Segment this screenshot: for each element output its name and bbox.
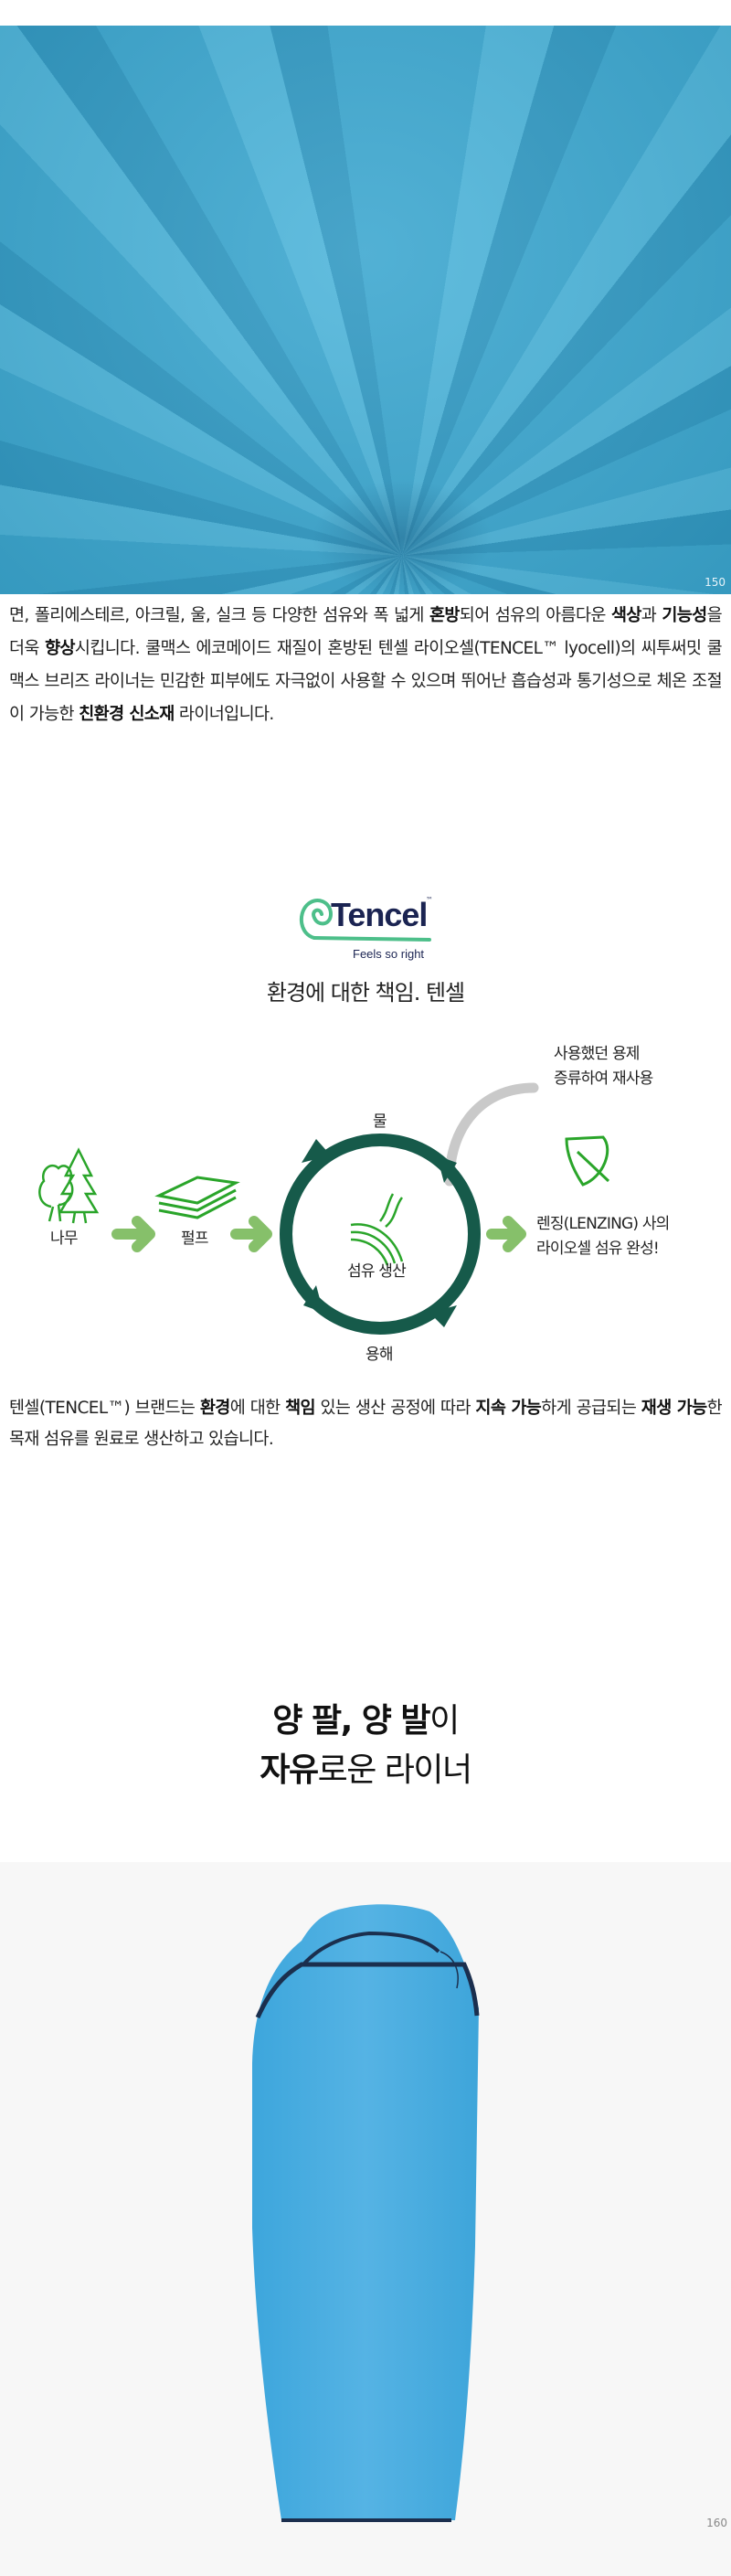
bold-text: 기능성 (662, 606, 707, 625)
product-photo: 160 (0, 1862, 731, 2576)
recycle-note-line: 증류하여 재사용 (554, 1070, 653, 1088)
bold-text: 책임 (285, 1399, 315, 1418)
recycle-note: 사용했던 용제 증류하여 재사용 (554, 1042, 653, 1091)
pulp-icon (154, 1176, 240, 1219)
leaf-icon (565, 1135, 610, 1187)
bold-text: 재생 가능 (641, 1399, 707, 1418)
heading-regular: 이 (429, 1702, 460, 1740)
text-segment: 한 목재 섬유를 원료로 생산하고 있습니다. (9, 1399, 723, 1449)
sleeping-bag-liner-image (252, 1904, 480, 2522)
result-note: 렌징(LENZING) 사의 라이오셀 섬유 완성! (536, 1212, 670, 1261)
tree-label: 나무 (50, 1229, 78, 1248)
text-segment: 하게 공급되는 (541, 1399, 641, 1418)
dissolve-label: 용해 (366, 1346, 393, 1364)
result-note-line: 렌징(LENZING) 사의 (536, 1215, 670, 1233)
tencel-process-diagram (38, 1082, 610, 1335)
bold-text: 지속 가능 (475, 1399, 542, 1418)
bold-text: 환경 (199, 1399, 230, 1418)
bold-text: 혼방 (429, 606, 460, 625)
heading-bold: 자유 (260, 1751, 319, 1789)
intro-paragraph: 면, 폴리에스테르, 아크릴, 울, 실크 등 다양한 섬유와 폭 넓게 혼방되… (9, 600, 723, 731)
bold-text: 향상 (45, 639, 75, 658)
text-segment: 시킵니다. 쿨맥스 에코메이드 재질이 혼방된 텐셀 라이오셀(TENCEL™ … (9, 639, 723, 724)
bold-text: 색상 (610, 606, 641, 625)
recycle-note-line: 사용했던 용제 (554, 1045, 640, 1063)
photo-number: 150 (705, 576, 726, 589)
text-segment: 을 더욱 (9, 606, 723, 658)
fiber-production-label: 섬유 생산 (347, 1262, 407, 1281)
text-segment: 되어 섬유의 아름다운 (459, 606, 611, 625)
tencel-title: 환경에 대한 책임. 텐셀 (266, 980, 465, 1006)
text-segment: 에 대한 (229, 1399, 286, 1418)
tencel-wordmark: Tencel (331, 896, 428, 933)
process-arrow (111, 1216, 526, 1252)
result-note-line: 라이오셀 섬유 완성! (536, 1240, 660, 1258)
tencel-paragraph: 텐셀(TENCEL™) 브랜드는 환경에 대한 책임 있는 생산 공정에 따라 … (9, 1393, 723, 1455)
fiber-icon (350, 1193, 404, 1266)
water-label: 물 (373, 1112, 387, 1131)
heading-regular: 로운 라이너 (317, 1751, 473, 1789)
tencel-tagline: Feels so right (353, 947, 425, 961)
pulp-label: 펄프 (181, 1229, 208, 1248)
text-segment: 과 (641, 606, 662, 625)
text-segment: 텐셀(TENCEL™) 브랜드는 (9, 1399, 200, 1418)
photo-number: 160 (706, 2517, 727, 2529)
fabric-photo: 150 (0, 26, 731, 594)
bold-text: 친환경 신소재 (79, 705, 175, 724)
trees-icon (38, 1147, 100, 1224)
production-cycle (280, 1134, 481, 1335)
trademark: ™ (426, 896, 433, 904)
tencel-logo: Tencel ™ Feels so right (294, 894, 440, 967)
text-segment: 라이너입니다. (174, 705, 274, 724)
recycle-curve (444, 1082, 539, 1187)
text-segment: 있는 생산 공정에 따라 (314, 1399, 476, 1418)
heading-bold: 양 팔, 양 발 (272, 1702, 430, 1740)
cycle-arrowheads (302, 1139, 457, 1327)
tencel-swirl-icon (299, 899, 431, 942)
text-segment: 면, 폴리에스테르, 아크릴, 울, 실크 등 다양한 섬유와 폭 넓게 (9, 606, 429, 625)
section-heading: 양 팔, 양 발이 자유로운 라이너 (0, 1697, 731, 1795)
